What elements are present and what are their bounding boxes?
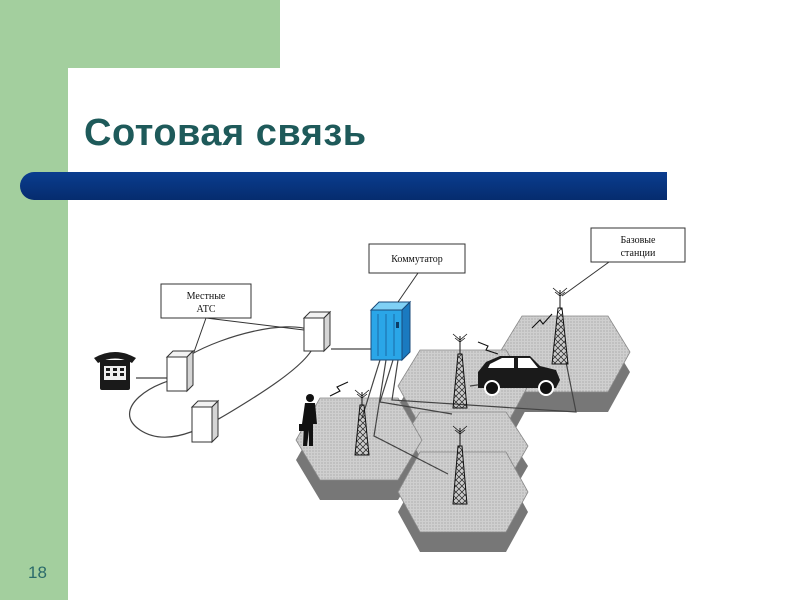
title-underline-bar — [20, 172, 667, 200]
tower-icon-west — [354, 389, 370, 456]
tower-icon-south — [452, 425, 468, 505]
top-decor-band — [68, 0, 280, 68]
callout-base-stations: Базовые станции — [561, 227, 686, 297]
left-decor-band — [0, 0, 68, 600]
signal-person-tower — [329, 381, 349, 397]
switch-to-station-3 — [379, 359, 453, 415]
exchange-box-left — [165, 349, 195, 393]
telephone-icon — [94, 352, 136, 390]
tower-icon-northeast — [551, 287, 569, 365]
switch-to-station-4 — [391, 359, 577, 413]
exchange-box-right — [302, 310, 332, 353]
callout-local-exchanges: Местные АТС — [160, 283, 305, 353]
signal-car-tower — [477, 341, 499, 355]
switch-to-station-1 — [361, 359, 381, 419]
label-base-stations-1: Базовые — [621, 235, 657, 246]
radio-signal-group — [329, 313, 553, 397]
exchange-box-bottom — [190, 399, 220, 444]
cell-hexagon-south — [397, 451, 529, 552]
label-local-exchanges-2: АТС — [196, 304, 215, 315]
cell-hexagon-west — [295, 397, 423, 500]
signal-tower-tower — [531, 313, 553, 329]
switch-cabinet — [369, 300, 412, 362]
cell-hexagon-group — [295, 315, 631, 552]
person-icon — [299, 394, 317, 446]
slide-title: Сотовая связь — [84, 112, 367, 154]
label-switch: Коммутатор — [391, 254, 443, 265]
page-number: 18 — [28, 563, 47, 582]
tower-icon-north — [452, 333, 468, 409]
callout-switch: Коммутатор — [368, 243, 466, 303]
switch-to-station-2 — [373, 359, 449, 475]
label-local-exchanges-1: Местные — [187, 291, 226, 302]
label-base-stations-2: станции — [621, 248, 656, 259]
exchange-ring-cable — [128, 326, 316, 438]
car-icon — [478, 356, 560, 396]
